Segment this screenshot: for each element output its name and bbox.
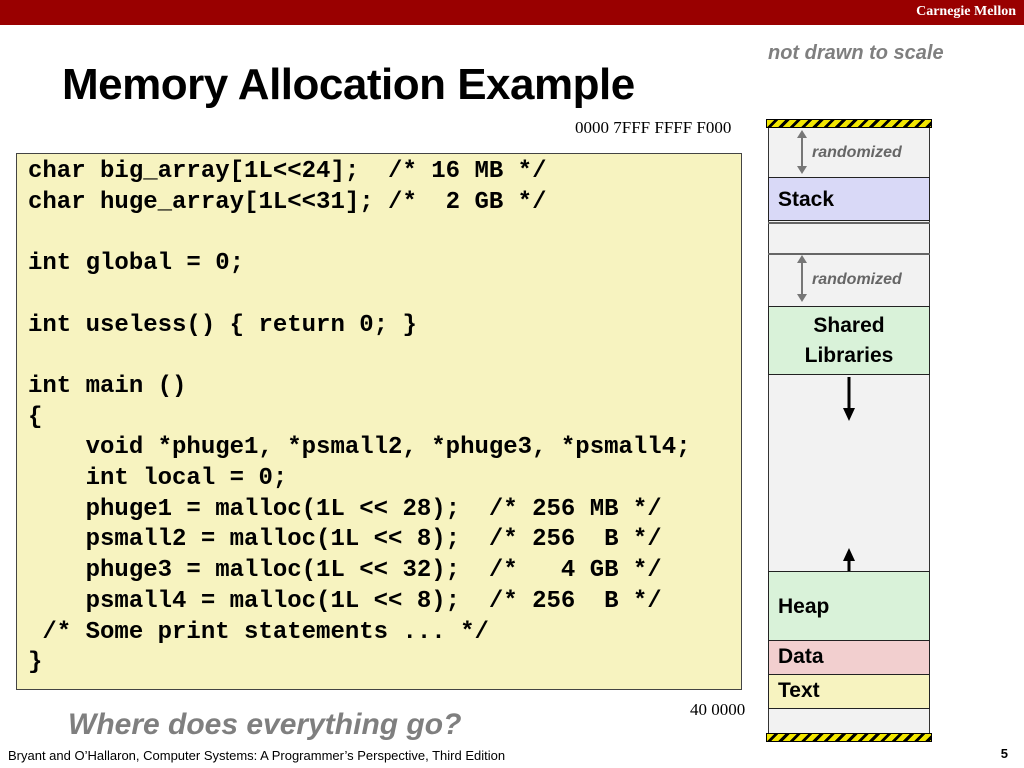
scale-note: not drawn to scale [768, 42, 944, 64]
stack-segment: Stack [768, 177, 930, 221]
top-address: 0000 7FFF FFFF F000 [575, 118, 732, 137]
randomized-range-arrow-mid [797, 255, 807, 302]
code-text: char big_array[1L<<24]; /* 16 MB */ char … [28, 157, 691, 679]
text-label: Text [778, 679, 820, 702]
footer-citation: Bryant and O’Hallaron, Computer Systems:… [8, 748, 506, 763]
randomized-range-arrow-top [797, 130, 807, 174]
shared-libraries-segment: Shared Libraries [768, 306, 930, 375]
text-segment: Text [768, 674, 930, 709]
code-line: /* Some print statements ... */ [28, 618, 489, 646]
question-text: Where does everything go? [68, 708, 462, 741]
heap-label: Heap [778, 595, 830, 618]
data-segment: Data [768, 640, 930, 675]
code-line: int useless() { return 0; } [28, 311, 417, 339]
code-listing: char big_array[1L<<24]; /* 16 MB */ char … [16, 153, 742, 690]
code-line: int main () [28, 372, 187, 400]
shared-libraries-growth-arrow [843, 377, 855, 421]
code-line: int global = 0; [28, 250, 245, 278]
code-line: int local = 0; [28, 465, 288, 493]
randomized-label-mid: randomized [812, 271, 902, 288]
org-name: Carnegie Mellon [916, 4, 1016, 19]
code-line: phuge1 = malloc(1L << 28); /* 256 MB */ [28, 495, 662, 523]
code-line: char big_array[1L<<24]; /* 16 MB */ [28, 158, 547, 185]
bottom-boundary-hatch [766, 733, 932, 742]
shared-label-line2: Libraries [804, 344, 894, 367]
data-label: Data [778, 645, 824, 668]
divider [768, 222, 930, 224]
bottom-address: 40 0000 [690, 700, 746, 719]
code-line: psmall4 = malloc(1L << 8); /* 256 B */ [28, 587, 662, 615]
code-line: } [28, 649, 43, 677]
slide-title: Memory Allocation Example [62, 60, 635, 109]
stack-label: Stack [778, 188, 835, 211]
shared-label-line1: Shared [813, 314, 885, 337]
heap-growth-arrow [843, 548, 855, 571]
code-line: psmall2 = malloc(1L << 8); /* 256 B */ [28, 526, 662, 554]
header-bar: Carnegie Mellon [0, 0, 1024, 25]
divider [768, 253, 930, 255]
code-line: phuge3 = malloc(1L << 32); /* 4 GB */ [28, 557, 662, 585]
page-number: 5 [1000, 746, 1008, 761]
code-line: { [28, 403, 43, 431]
code-line: char huge_array[1L<<31]; /* 2 GB */ [28, 188, 547, 216]
randomized-label-top: randomized [812, 144, 902, 161]
top-boundary-hatch [766, 119, 932, 128]
code-line: void *phuge1, *psmall2, *phuge3, *psmall… [28, 434, 691, 462]
